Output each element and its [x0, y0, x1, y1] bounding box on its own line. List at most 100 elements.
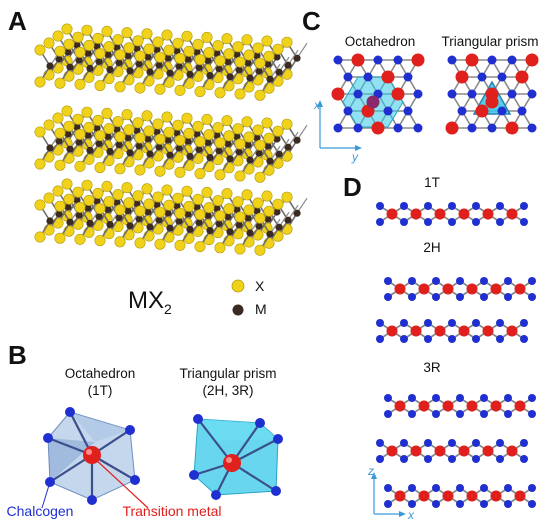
x-atom: [172, 192, 184, 204]
m-atom: [66, 218, 74, 226]
x-atom: [114, 49, 126, 61]
x-atom: [232, 155, 244, 167]
m-atom: [184, 55, 192, 63]
m-atom: [146, 223, 154, 231]
x-atom: [63, 70, 75, 82]
chalcogen-atom: [408, 293, 416, 301]
m-atom: [244, 141, 252, 149]
m-atom: [255, 222, 263, 230]
x-atom: [234, 88, 246, 100]
x-atom: [192, 70, 204, 82]
chalcogen-atom: [343, 72, 353, 82]
x-atom: [103, 228, 115, 240]
x-atom: [183, 200, 195, 212]
chalcogen-atom: [424, 218, 432, 226]
x-atom: [252, 197, 264, 209]
x-atom: [132, 117, 144, 129]
m-atom: [293, 54, 301, 62]
m-atom: [135, 60, 143, 68]
m-atom: [186, 152, 194, 160]
x-atom: [281, 191, 293, 203]
x-atom: [163, 158, 175, 170]
m-atom: [273, 53, 281, 61]
m-atom: [175, 217, 183, 225]
x-atom: [281, 68, 293, 80]
m-atom: [104, 132, 112, 140]
d-axes: [371, 472, 406, 517]
metal-atom: [394, 490, 406, 502]
x-atom: [203, 129, 215, 141]
x-atom: [243, 81, 255, 93]
x-atom: [254, 244, 266, 256]
x-atom: [54, 159, 66, 171]
m-atom: [224, 58, 232, 66]
x-atom: [152, 223, 164, 235]
m-atom: [206, 154, 214, 162]
m-atom: [186, 225, 194, 233]
metal-atom: [525, 53, 539, 67]
x-atom: [134, 205, 146, 217]
metal-atom: [506, 208, 518, 220]
m-atom: [266, 157, 274, 165]
x-atom: [34, 44, 46, 56]
x-atom: [254, 139, 266, 151]
chalcogen-atom: [472, 439, 480, 447]
chalcogen-atom: [504, 277, 512, 285]
x-atom: [152, 36, 164, 48]
x-atom: [214, 169, 226, 181]
mx2-layer-structure: [34, 23, 308, 256]
x-atom: [223, 162, 235, 174]
x-atom: [81, 106, 93, 118]
m-atom: [66, 63, 74, 71]
m-atom: [253, 134, 261, 142]
x-atom: [243, 49, 255, 61]
m-atom: [233, 206, 241, 214]
x-atom: [234, 243, 246, 255]
x-atom: [212, 195, 224, 207]
x-atom: [163, 199, 175, 211]
panel-label-a: A: [8, 6, 27, 36]
x-atom: [34, 76, 46, 88]
chalcogen-atom: [448, 319, 456, 327]
metal-atom: [515, 70, 529, 84]
m-atom: [104, 205, 112, 213]
m-atom: [144, 135, 152, 143]
x-atom: [43, 224, 55, 236]
x-atom: [261, 35, 273, 47]
x-atom: [272, 157, 284, 169]
m-atom: [266, 75, 274, 83]
c-axis-y-label: y: [352, 150, 358, 164]
metal-atom: [410, 325, 422, 337]
x-atom: [281, 36, 293, 48]
m-atom: [293, 136, 301, 144]
x-atom: [94, 162, 106, 174]
chalcogen-atom: [424, 439, 432, 447]
x-atom: [254, 57, 266, 69]
m-atom: [204, 56, 212, 64]
chalcogen-atom: [504, 484, 512, 492]
x-atom: [223, 80, 235, 92]
m-atom: [146, 150, 154, 158]
x-atom: [154, 206, 166, 218]
m-atom: [113, 43, 121, 51]
x-atom: [83, 39, 95, 51]
chalcogen-atom: [408, 410, 416, 418]
m-atom: [84, 204, 92, 212]
x-atom: [132, 35, 144, 47]
m-atom: [124, 134, 132, 142]
x-atom: [234, 211, 246, 223]
x-atom: [174, 52, 186, 64]
m-atom: [184, 210, 192, 218]
x-atom: [63, 38, 75, 50]
b-prism-title: Triangular prism: [179, 366, 277, 381]
x-atom: [192, 193, 204, 205]
x-atom: [223, 203, 235, 215]
metal-atom: [442, 283, 454, 295]
x-atom: [174, 84, 186, 96]
x-atom: [94, 235, 106, 247]
chalcogen-atom: [384, 500, 392, 508]
m-atom: [253, 52, 261, 60]
m-atom: [115, 59, 123, 67]
m-atom: [204, 138, 212, 146]
metal-atom: [490, 283, 502, 295]
